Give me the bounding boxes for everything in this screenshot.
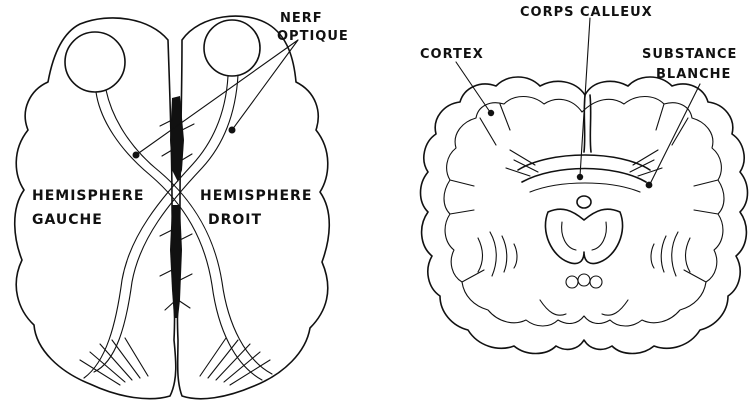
corpus-callosum-arc2 <box>522 169 646 183</box>
label-nerve-line1: NERF <box>280 11 323 26</box>
label-right-hemisphere-line1: HEMISPHERE <box>200 188 312 204</box>
thalamus-inner <box>562 222 607 250</box>
nerve-pointer-lines <box>136 40 298 155</box>
occipital-lines-left <box>80 338 148 385</box>
base-structure-2 <box>578 274 590 286</box>
temporal-folds-right <box>651 232 690 276</box>
left-eye <box>65 32 125 92</box>
base-structure-3 <box>590 276 602 288</box>
lower-cortex-folds <box>540 300 628 315</box>
right-hemisphere-outline <box>177 16 329 399</box>
base-structure-1 <box>566 276 578 288</box>
cortex-pointer <box>456 62 490 112</box>
cortex-dot <box>488 110 494 116</box>
optic-pathway-left-inner <box>106 90 272 374</box>
corpus-callosum-dot <box>577 174 583 180</box>
thalamus <box>545 209 622 263</box>
corpus-callosum-pointer <box>580 18 590 176</box>
label-white-matter-line1: SUBSTANCE <box>642 47 737 62</box>
right-eye <box>204 20 260 76</box>
third-ventricle-top <box>577 196 591 208</box>
label-left-hemisphere-line2: GAUCHE <box>32 212 103 228</box>
top-view-brain <box>15 16 330 399</box>
label-nerve-line2: OPTIQUE <box>277 29 349 44</box>
temporal-folds-left <box>478 232 517 276</box>
label-right-hemisphere-line2: DROIT <box>208 212 262 228</box>
white-matter-dot <box>646 182 653 189</box>
left-hemisphere-outline <box>15 18 176 399</box>
label-left-hemisphere-line1: HEMISPHERE <box>32 188 144 204</box>
label-corpus-callosum: CORPS CALLEUX <box>520 5 653 20</box>
corpus-callosum-arc3 <box>530 183 640 192</box>
label-cortex: CORTEX <box>420 47 484 62</box>
label-white-matter-line2: BLANCHE <box>656 67 731 82</box>
